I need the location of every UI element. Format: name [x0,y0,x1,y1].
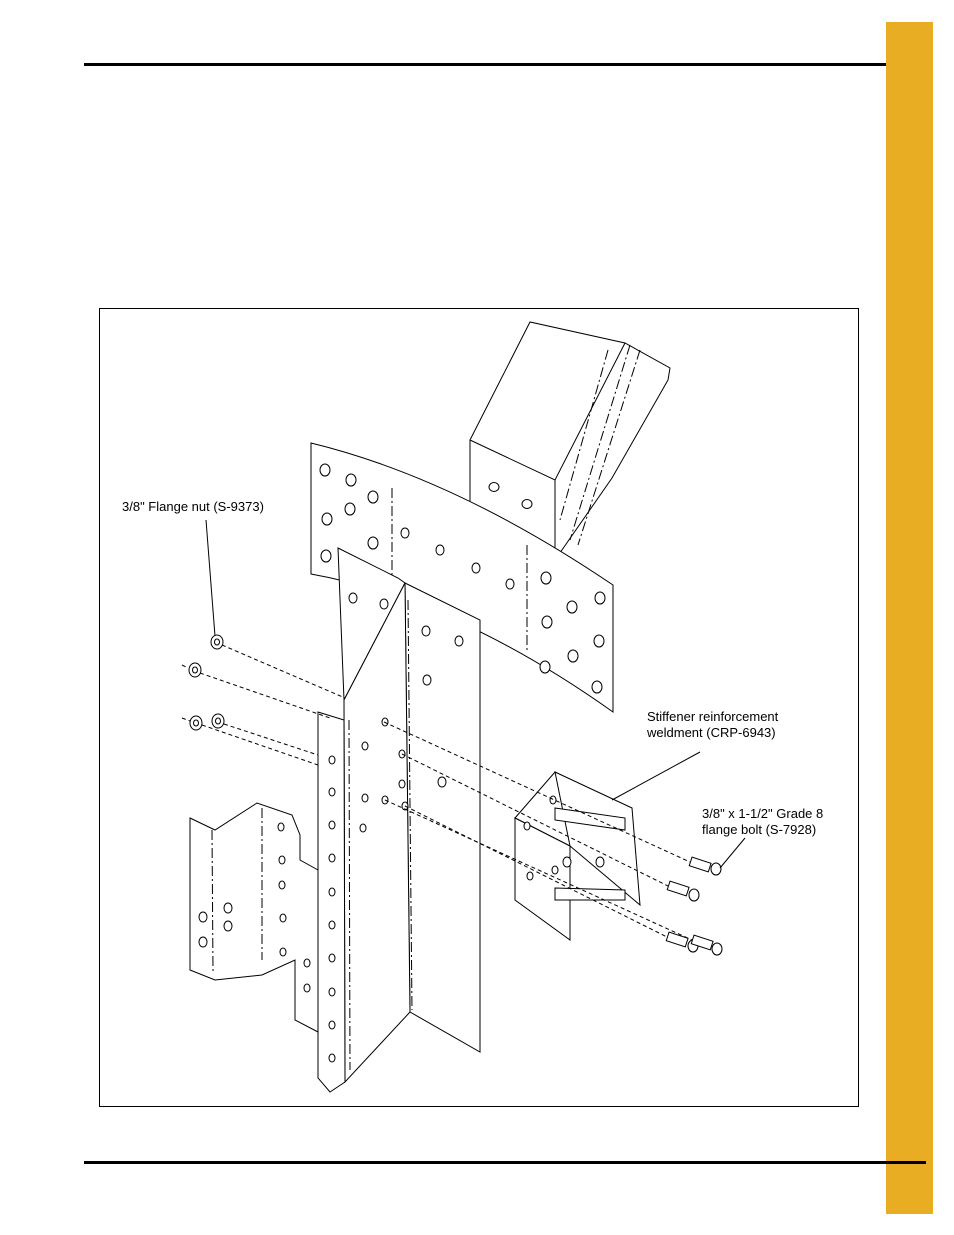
flange-bolts [665,856,723,956]
stiffener-label: Stiffener reinforcement weldment (CRP-69… [647,709,778,741]
lower-channel [189,802,319,1033]
flange-bolt [666,880,700,902]
stiffener-label-line-1: Stiffener reinforcement [647,709,779,724]
footer-rule [84,1161,926,1164]
splice-plate [310,442,614,713]
flange-bolt [690,934,723,956]
flange-nut [210,634,224,650]
flange-nut-label: 3/8" Flange nut (S-9373) [122,499,264,515]
stiffener-weldment [514,771,641,941]
main-column [317,547,481,1093]
upper-column [469,321,671,579]
header-rule [84,63,926,66]
flange-bolt [688,856,722,876]
flange-nut [188,662,202,678]
flange-nut [211,713,225,729]
flange-nuts [188,634,225,731]
flange-nut-label-text: 3/8" Flange nut (S-9373) [122,499,264,514]
section-side-tab [886,22,933,1214]
figure-frame [99,308,859,1107]
stiffener-label-line-2: weldment (CRP-6943) [647,725,776,740]
leader-lines [205,519,746,869]
flange-nut [189,715,203,731]
assembly-lines [181,644,693,941]
flange-bolt-label-line-2: flange bolt (S-7928) [702,822,817,837]
splice-plate-holes [319,463,606,694]
flange-bolt-label-line-1: 3/8" x 1-1/2" Grade 8 [702,806,824,821]
flange-bolt-label: 3/8" x 1-1/2" Grade 8 flange bolt (S-792… [702,806,823,838]
